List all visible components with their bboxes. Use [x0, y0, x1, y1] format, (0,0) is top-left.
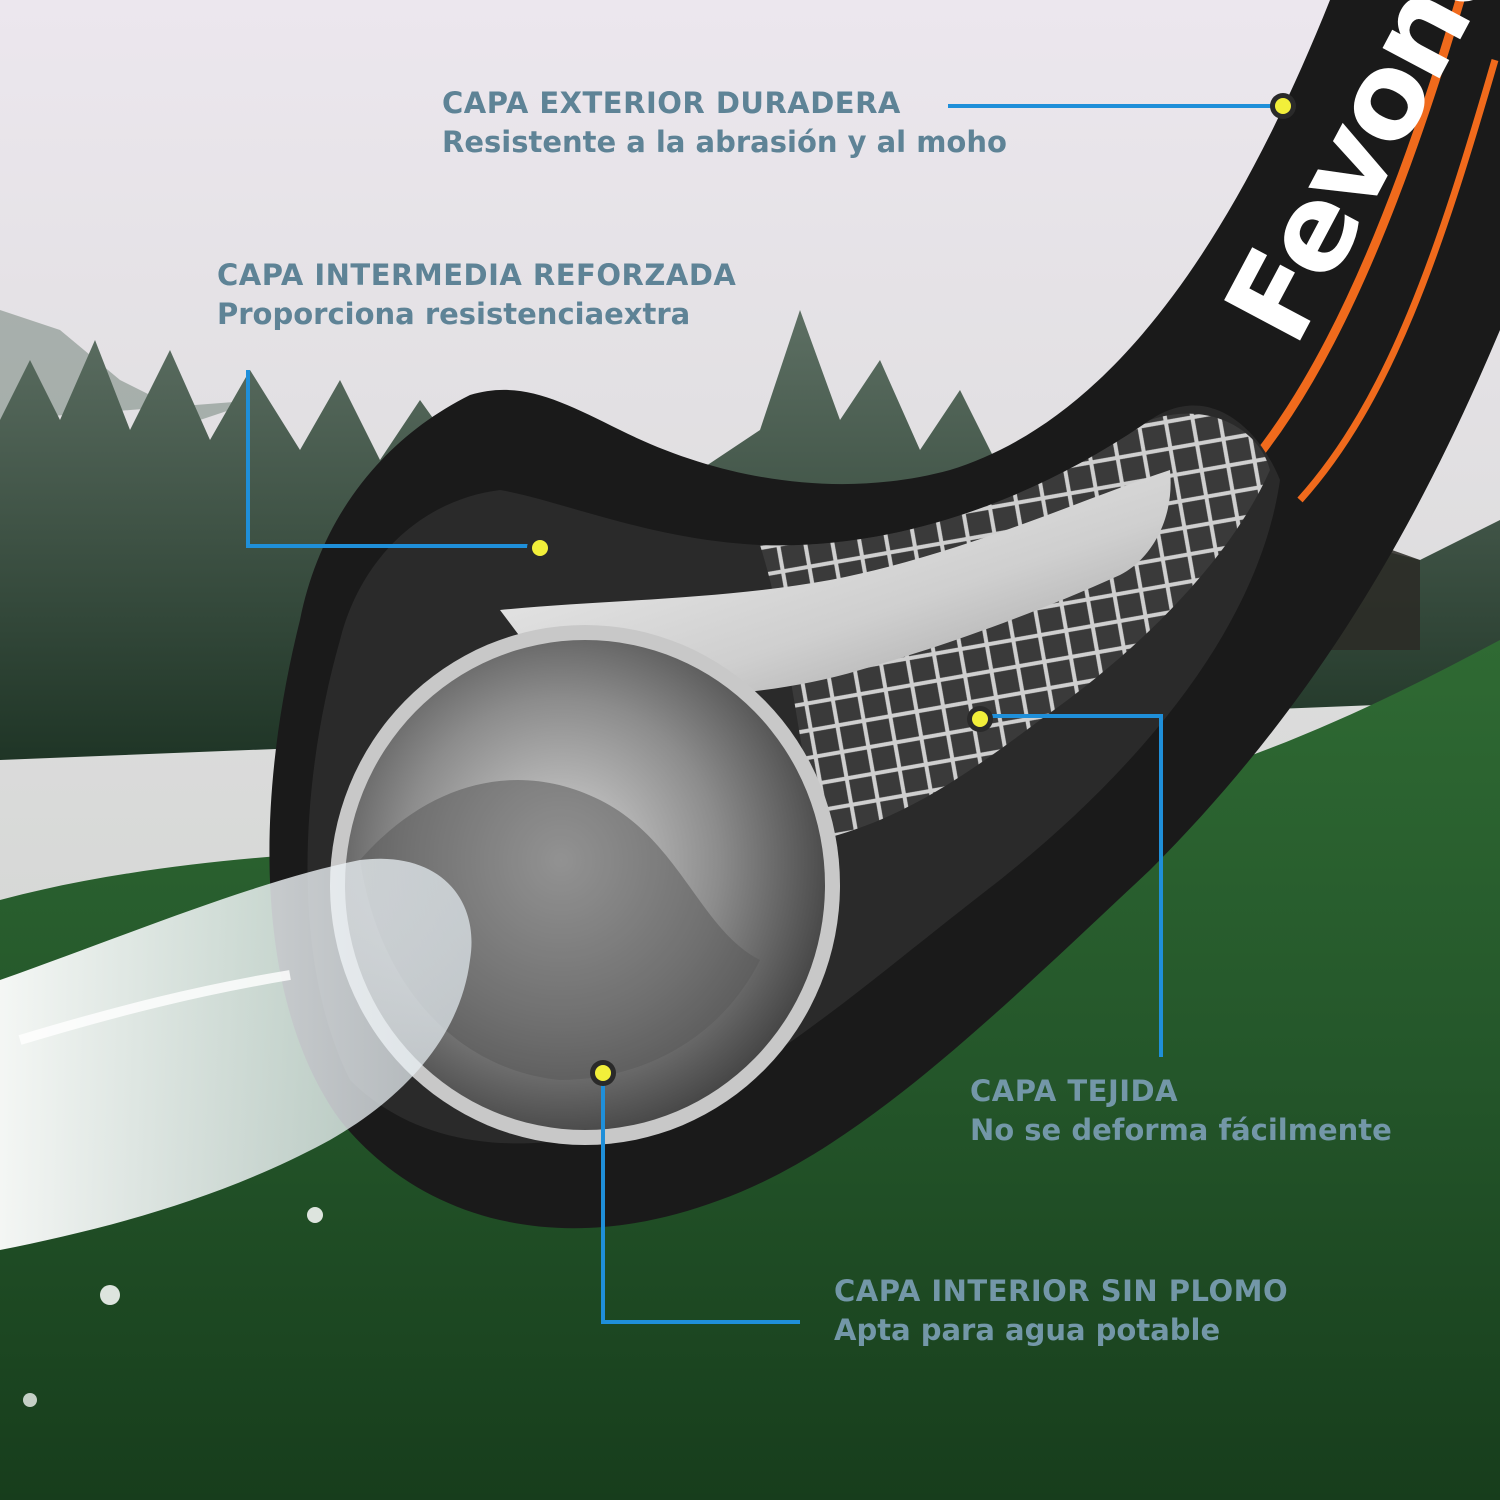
callout-outer-layer: CAPA EXTERIOR DURADERA Resistente a la a…	[442, 84, 1007, 162]
callout-subtitle: Apta para agua potable	[834, 1313, 1221, 1348]
dot-outer	[1275, 98, 1291, 114]
dot-inner	[595, 1065, 611, 1081]
callout-line-middle	[246, 370, 540, 548]
hose-orange-stripe-2	[1297, 59, 1499, 503]
water-droplet	[100, 1285, 120, 1305]
callout-title: CAPA EXTERIOR DURADERA	[442, 86, 901, 120]
callout-lines	[246, 104, 1283, 1324]
callout-line-woven	[980, 714, 1163, 1057]
callout-subtitle: No se deforma fácilmente	[970, 1113, 1392, 1148]
water-droplet	[307, 1207, 323, 1223]
callout-dots	[527, 93, 1296, 1086]
callout-title: CAPA INTERMEDIA REFORZADA	[217, 258, 737, 292]
water-inside-shadow	[360, 780, 760, 1080]
callout-woven-layer: CAPA TEJIDA No se deforma fácilmente	[970, 1072, 1392, 1150]
callout-inner-layer: CAPA INTERIOR SIN PLOMO Apta para agua p…	[834, 1272, 1288, 1350]
callout-line-inner	[601, 1073, 800, 1324]
mountain-silhouette	[0, 310, 260, 420]
callout-subtitle: Resistente a la abrasión y al moho	[442, 125, 1007, 160]
callout-title: CAPA TEJIDA	[970, 1074, 1179, 1108]
water-stream	[0, 858, 472, 1250]
callout-title: CAPA INTERIOR SIN PLOMO	[834, 1274, 1289, 1308]
water-droplet	[23, 1393, 37, 1407]
water-highlight	[18, 970, 291, 1045]
dot-woven	[972, 711, 988, 727]
callout-subtitle: Proporciona resistenciaextra	[217, 297, 691, 332]
callout-middle-layer: CAPA INTERMEDIA REFORZADA Proporciona re…	[217, 256, 736, 334]
dot-middle	[532, 540, 548, 556]
